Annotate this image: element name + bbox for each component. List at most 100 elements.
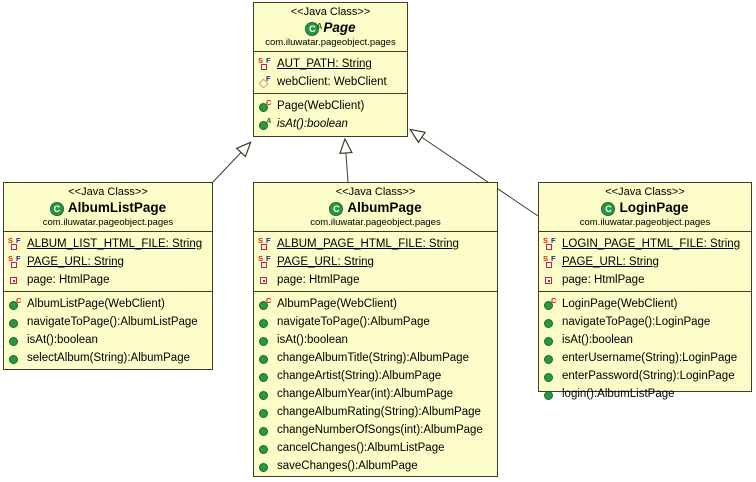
method-text: login():AlbumListPage — [562, 388, 675, 400]
method-text: changeAlbumRating(String):AlbumPage — [277, 406, 481, 418]
constructor-icon: C — [258, 99, 273, 113]
field-row: page: HtmlPage — [4, 271, 212, 289]
private-field-icon — [8, 273, 23, 287]
constructor-icon: C — [543, 297, 558, 311]
private-field-icon — [258, 273, 273, 287]
field-text: webClient: WebClient — [277, 76, 387, 88]
java-class-icon: C — [49, 201, 65, 216]
public-method-icon — [543, 369, 558, 383]
method-text: cancelChanges():AlbumListPage — [277, 442, 445, 454]
public-method-icon — [258, 369, 273, 383]
field-row: page: HtmlPage — [254, 271, 497, 289]
field-text: page: HtmlPage — [277, 274, 360, 286]
public-method-icon — [258, 459, 273, 473]
field-text: AUT_PATH: String — [277, 58, 372, 70]
public-method-icon — [8, 351, 23, 365]
stereotype-label: <<Java Class>> — [68, 186, 148, 198]
public-method-icon — [258, 333, 273, 347]
class-title: <<Java Class>> C AlbumPage com.iluwatar.… — [254, 183, 497, 231]
public-method-icon — [258, 441, 273, 455]
public-method-icon — [258, 315, 273, 329]
private-field-icon — [543, 273, 558, 287]
class-name: AlbumListPage — [67, 200, 167, 215]
method-text: isAt():boolean — [27, 334, 98, 346]
method-row: changeAlbumYear(int):AlbumPage — [254, 385, 497, 403]
method-row: isAt():boolean — [539, 331, 751, 349]
method-text: isAt():boolean — [277, 334, 348, 346]
public-method-icon — [8, 333, 23, 347]
field-text: page: HtmlPage — [562, 274, 645, 286]
package-name: com.iluwatar.pageobject.pages — [265, 37, 396, 48]
class-box-albumlistpage[interactable]: <<Java Class>> C AlbumListPage com.iluwa… — [3, 182, 213, 370]
field-text: PAGE_URL: String — [27, 256, 124, 268]
generalization-albumlistpage-to-page — [211, 143, 250, 184]
field-text: ALBUM_LIST_HTML_FILE: String — [27, 238, 203, 250]
stereotype-label: <<Java Class>> — [605, 186, 685, 198]
generalization-loginpage-to-page — [411, 130, 539, 217]
method-text: saveChanges():AlbumPage — [277, 460, 418, 472]
class-box-albumpage[interactable]: <<Java Class>> C AlbumPage com.iluwatar.… — [253, 182, 498, 477]
method-row: changeAlbumTitle(String):AlbumPage — [254, 349, 497, 367]
field-text: PAGE_URL: String — [277, 256, 374, 268]
public-method-icon — [8, 315, 23, 329]
method-row: saveChanges():AlbumPage — [254, 457, 497, 475]
java-class-icon: C — [329, 201, 344, 216]
abstract-method-icon: A — [258, 117, 273, 131]
method-text: Page(WebClient) — [277, 100, 365, 112]
generalization-albumpage-to-page — [345, 140, 348, 183]
method-row: navigateToPage():AlbumListPage — [4, 313, 212, 331]
class-name: Page — [323, 20, 356, 35]
method-text: enterUsername(String):LoginPage — [562, 352, 738, 364]
method-row: changeArtist(String):AlbumPage — [254, 367, 497, 385]
method-text: changeAlbumYear(int):AlbumPage — [277, 388, 454, 400]
field-text: PAGE_URL: String — [562, 256, 659, 268]
protected-final-field-icon: F — [258, 75, 273, 89]
method-text: changeNumberOfSongs(int):AlbumPage — [277, 424, 483, 436]
method-row: enterPassword(String):LoginPage — [539, 367, 751, 385]
stereotype-label: <<Java Class>> — [290, 6, 371, 18]
package-name: com.iluwatar.pageobject.pages — [579, 217, 711, 228]
public-method-icon — [543, 333, 558, 347]
constructor-icon: C — [258, 297, 273, 311]
public-method-icon — [258, 387, 273, 401]
method-row: enterUsername(String):LoginPage — [539, 349, 751, 367]
method-text: AlbumListPage(WebClient) — [27, 298, 165, 310]
method-text: navigateToPage():AlbumListPage — [27, 316, 198, 328]
class-title: <<Java Class>> C LoginPage com.iluwatar.… — [539, 183, 751, 231]
public-method-icon — [258, 351, 273, 365]
class-box-loginpage[interactable]: <<Java Class>> C LoginPage com.iluwatar.… — [538, 182, 752, 400]
method-row: isAt():boolean — [254, 331, 497, 349]
package-name: com.iluwatar.pageobject.pages — [42, 217, 174, 228]
java-class-icon: C — [601, 201, 616, 216]
package-name: com.iluwatar.pageobject.pages — [310, 217, 441, 228]
field-row: page: HtmlPage — [539, 271, 751, 289]
public-method-icon — [543, 387, 558, 401]
method-row: C Page(WebClient) — [254, 97, 407, 115]
method-text: navigateToPage():AlbumPage — [277, 316, 430, 328]
